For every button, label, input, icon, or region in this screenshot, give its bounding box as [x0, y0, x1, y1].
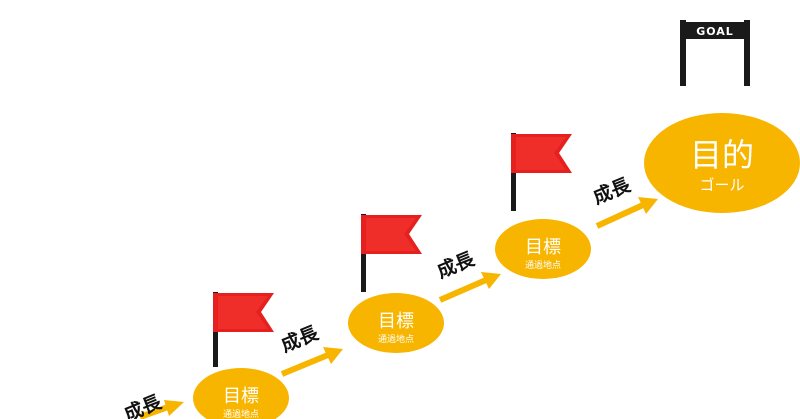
flag-icon — [213, 292, 274, 367]
waypoint-title: 目標 — [378, 311, 414, 332]
waypoint-subtitle: 通過地点 — [378, 333, 414, 345]
goal-post-right — [744, 20, 750, 86]
goal-gate: GOAL — [680, 20, 750, 86]
goal-banner — [686, 22, 744, 39]
growth-label: 成長 — [121, 390, 166, 419]
waypoint-node: 目標 通過地点 — [193, 368, 289, 419]
growth-label: 成長 — [434, 247, 479, 283]
arrow-icon — [280, 347, 343, 377]
final-goal-node: 目的 ゴール — [644, 113, 800, 213]
arrow-icon — [595, 197, 658, 229]
growth-label: 成長 — [278, 321, 323, 357]
arrow-icon — [438, 272, 501, 303]
final-goal-title: 目的 — [690, 136, 754, 174]
goal-post-left — [680, 20, 686, 86]
waypoint-subtitle: 通過地点 — [223, 408, 259, 419]
flag-icon — [361, 214, 422, 292]
waypoint-node: 目標 通過地点 — [348, 293, 444, 353]
growth-label: 成長 — [590, 173, 635, 209]
waypoint-title: 目標 — [525, 237, 561, 258]
waypoint-node: 目標 通過地点 — [495, 219, 591, 279]
waypoint-subtitle: 通過地点 — [525, 259, 561, 271]
arrow-icon — [138, 400, 184, 419]
goal-banner-text: GOAL — [696, 25, 734, 38]
final-goal-subtitle: ゴール — [699, 176, 744, 194]
flag-icon — [511, 133, 572, 211]
waypoint-title: 目標 — [223, 386, 259, 407]
